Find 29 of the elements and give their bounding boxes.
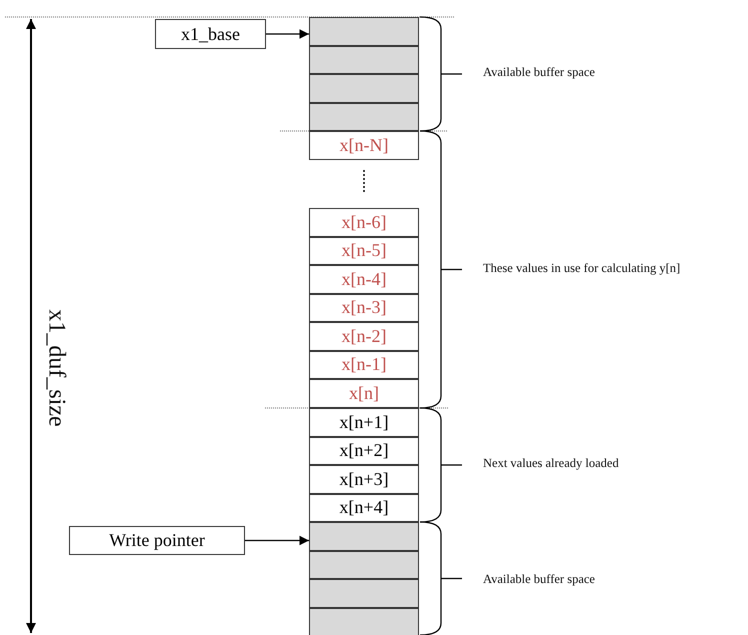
free-buffer-cell <box>309 608 419 635</box>
buffer-cell: x[n-N] <box>309 131 419 160</box>
free-buffer-cell <box>309 102 419 131</box>
free-buffer-cell <box>309 550 419 579</box>
brace-label: These values in use for calculating y[n] <box>483 261 680 276</box>
buffer-cell: x[n+2] <box>309 436 419 465</box>
free-buffer-cell <box>309 46 419 74</box>
dimension-label: x1_duf_size <box>42 309 70 427</box>
buffer-cell: x[n+1] <box>309 408 419 436</box>
arrow <box>245 536 309 546</box>
free-buffer-cell <box>309 522 419 550</box>
buffer-cell: x[n-4] <box>309 265 419 294</box>
buffer-cell: x[n-1] <box>309 350 419 379</box>
free-buffer-cell <box>309 17 419 46</box>
buffer-cell: x[n-6] <box>309 208 419 236</box>
buffer-cell: x[n+4] <box>309 494 419 522</box>
free-buffer-cell <box>309 74 419 102</box>
pointer-box: x1_base <box>155 19 266 49</box>
pointer-box: Write pointer <box>69 526 245 555</box>
brace-label: Next values already loaded <box>483 456 619 471</box>
brace-label: Available buffer space <box>483 572 595 587</box>
buffer-cell: x[n-3] <box>309 294 419 322</box>
arrow <box>266 29 309 39</box>
buffer-cell: x[n-2] <box>309 322 419 350</box>
buffer-cell: x[n+3] <box>309 465 419 494</box>
buffer-cell: x[n] <box>309 379 419 408</box>
brace-label: Available buffer space <box>483 65 595 80</box>
buffer-cell: x[n-5] <box>309 236 419 265</box>
free-buffer-cell <box>309 579 419 608</box>
